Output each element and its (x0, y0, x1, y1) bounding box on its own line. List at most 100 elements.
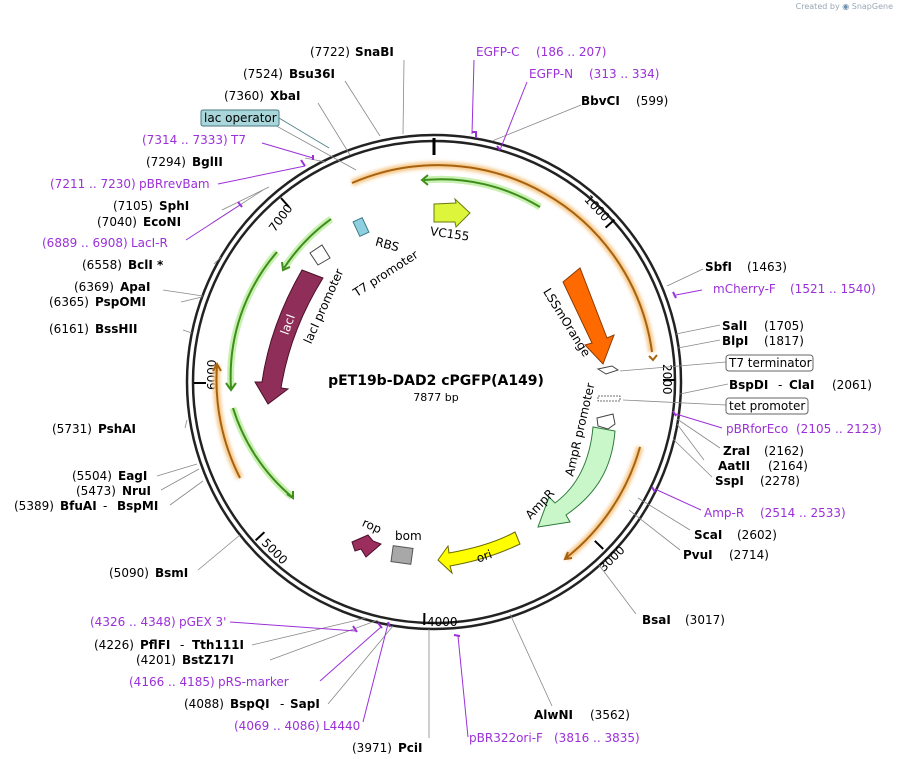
tick-label-4000: 4000 (427, 615, 458, 629)
lac-operator-label: lac operator (204, 111, 277, 125)
t7-terminator-mark (596, 365, 620, 375)
rbs-mark (352, 216, 370, 238)
laci-arrow (254, 269, 324, 405)
l4440-range: (4069 .. 4086) (234, 719, 320, 733)
pflfi-dash: - (180, 638, 184, 652)
bspqi-dash: - (280, 697, 284, 711)
bspmi-name: BspMI (117, 499, 158, 513)
l4440-name: L4440 (323, 719, 360, 733)
econi-name: EcoNI (143, 215, 181, 229)
ampr-promoter-arrow (596, 413, 616, 430)
mcherry-f-range: (1521 .. 1540) (790, 282, 876, 296)
bsu36i-name: Bsu36I (289, 67, 335, 81)
nrui-name: NruI (122, 484, 151, 498)
prs-marker-name: pRS-marker (218, 675, 289, 689)
sali-name: SalI (722, 319, 747, 333)
pcii-name: PciI (398, 741, 423, 755)
rop-arrow (351, 534, 382, 558)
bbvci-pos: (599) (636, 94, 668, 108)
pbrforeco-range: (2105 .. 2123) (796, 422, 882, 436)
xbai-pos: (7360) (224, 89, 264, 103)
pshai-pos: (5731) (52, 422, 92, 436)
feature-ori: ori (437, 531, 521, 575)
amp-r-name: Amp-R (704, 506, 744, 520)
amp-r-range: (2514 .. 2533) (760, 506, 846, 520)
rop-label: rop (360, 516, 384, 537)
orf-arcs-green (225, 174, 542, 500)
mcherry-f-name: mCherry-F (713, 282, 776, 296)
tick-marks (194, 197, 675, 626)
sali-pos: (1705) (764, 319, 804, 333)
bbvci-name: BbvCI (581, 94, 620, 108)
laci-label: lacI (278, 312, 298, 336)
laci-r-range: (6889 .. 6908) (42, 236, 128, 250)
t7-range: (7314 .. 7333) (142, 133, 228, 147)
pshai-name: PshAI (98, 422, 136, 436)
pgex3-range: (4326 .. 4348) (90, 615, 176, 629)
bsshii-name: BssHII (95, 322, 137, 336)
bglii-name: BglII (192, 155, 223, 169)
feature-rop: rop (351, 516, 384, 558)
lac-operator-tag: lac operator (200, 109, 330, 149)
t7-terminator-tag: T7 terminator (725, 354, 814, 372)
econi-pos: (7040) (97, 215, 137, 229)
feature-vc155: VC155 (429, 197, 471, 244)
t7-promoter-label: T7 promoter (350, 247, 421, 300)
sphi-pos: (7105) (113, 199, 153, 213)
bsmi-name: BsmI (155, 566, 188, 580)
ampr-arrow (537, 426, 616, 528)
bom-label: bom (395, 529, 422, 543)
tet-promoter-mark (597, 395, 621, 402)
bcli-name: BclI * (128, 258, 164, 272)
zrai-pos: (2162) (764, 444, 804, 458)
tth111i-name: Tth111I (192, 638, 244, 652)
bglii-pos: (7294) (146, 155, 186, 169)
sapi-name: SapI (290, 697, 320, 711)
feature-bom: bom (390, 529, 422, 565)
primer-marks (237, 131, 677, 637)
scai-name: ScaI (694, 528, 722, 542)
apai-pos: (6369) (74, 280, 114, 294)
plasmid-title: pET19b-DAD2 cPGFP(A149) (328, 373, 544, 389)
zrai-name: ZraI (723, 444, 750, 458)
pflfi-name: PflFI (140, 638, 170, 652)
sbfi-name: SbfI (705, 260, 732, 274)
backbone (185, 133, 683, 631)
leader-lines (156, 59, 729, 738)
xbai-name: XbaI (270, 89, 300, 103)
egfp-n-range: (313 .. 334) (589, 67, 659, 81)
bstz17i-pos: (4201) (136, 653, 176, 667)
vc155-label: VC155 (429, 224, 470, 243)
bfuai-dash: - (103, 499, 107, 513)
bfuai-name: BfuAI (60, 499, 97, 513)
enzyme-labels: (7722) SnaBI (7524) Bsu36I (7360) XbaI (… (14, 45, 882, 755)
credit-brand: SnapGene (851, 2, 893, 11)
snapgene-logo-icon: ◉ (842, 2, 850, 11)
pbrrevbam-name: pBRrevBam (139, 177, 210, 191)
bspdi-dash: - (778, 378, 782, 392)
nrui-pos: (5473) (76, 484, 116, 498)
pspomi-name: PspOMI (95, 295, 146, 309)
sphi-name: SphI (159, 199, 189, 213)
lssmorange-arrow (562, 267, 615, 365)
feature-lssmorange: LSSmOrange (540, 267, 615, 365)
bsmi-pos: (5090) (109, 566, 149, 580)
egfp-c-range: (186 .. 207) (536, 45, 606, 59)
sspi-name: SspI (715, 474, 744, 488)
t7-name: T7 (230, 133, 246, 147)
credit-prefix: Created by (795, 2, 840, 11)
alwni-name: AlwNI (534, 708, 573, 722)
pbr322ori-f-range: (3816 .. 3835) (554, 731, 640, 745)
bspqi-pos: (4088) (184, 697, 224, 711)
feature-t7-terminator (596, 365, 621, 402)
bsu36i-pos: (7524) (243, 67, 283, 81)
aatii-pos: (2164) (768, 459, 808, 473)
pgex3-name: pGEX 3' (179, 615, 226, 629)
ori-arrow (437, 531, 521, 575)
snapgene-credit: Created by ◉ SnapGene (796, 2, 893, 11)
snabi-pos: (7722) (310, 45, 350, 59)
blpi-pos: (1817) (764, 334, 804, 348)
sspi-pos: (2278) (760, 474, 800, 488)
bsai-pos: (3017) (685, 613, 725, 627)
